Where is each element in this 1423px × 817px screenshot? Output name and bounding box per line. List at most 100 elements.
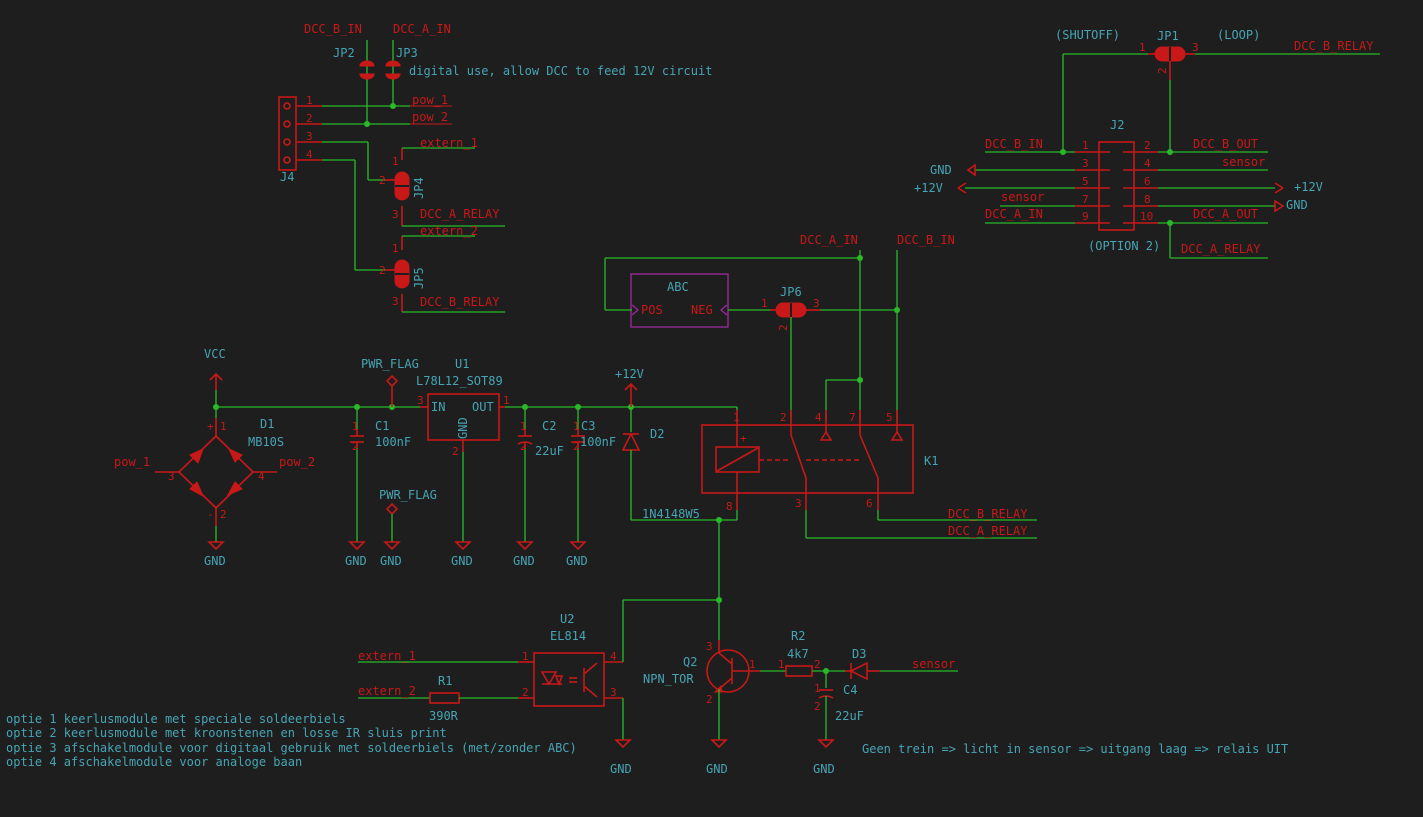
j2-dcc-b-out-label: DCC_B_OUT	[1193, 137, 1258, 151]
j4-pin-1: 1	[306, 94, 313, 107]
j2-pin-4: 4	[1144, 157, 1151, 170]
j2-connector-section: (SHUTOFF) (LOOP) JP1 DCC_B_RELAY 1 3 2 J…	[914, 28, 1380, 259]
j4-pin-hole	[283, 120, 291, 128]
u2-extern-2-label: extern_2	[358, 684, 416, 698]
shutoff-label: (SHUTOFF)	[1055, 28, 1120, 42]
gnd-symbol-d1	[207, 541, 225, 551]
u2-led	[540, 671, 558, 686]
c1-value: 100nF	[375, 435, 411, 449]
u1-ref: U1	[455, 357, 469, 371]
gnd-symbol-u1	[454, 541, 472, 551]
j2-pin-9: 9	[1082, 210, 1089, 223]
c2-pin-2: 2	[520, 440, 527, 453]
j2-pin-2: 2	[1144, 139, 1151, 152]
d1-ref: D1	[260, 417, 274, 431]
extern-2-label-top: extern_2	[420, 224, 478, 238]
r2-ref: R2	[791, 629, 805, 643]
d3-sensor-label: sensor	[912, 657, 955, 671]
loop-label: (LOOP)	[1217, 28, 1260, 42]
d3-ref: D3	[852, 647, 866, 661]
dcc-b-in-label-relay: DCC_B_IN	[897, 233, 955, 247]
gnd-symbol-c1	[348, 541, 366, 551]
j2-dcc-b-in-label: DCC_B_IN	[985, 137, 1043, 151]
digital-use-note: digital use, allow DCC to feed 12V circu…	[409, 64, 712, 78]
dcc-b-relay-label-top: DCC_B_RELAY	[420, 295, 500, 309]
c2-ref: C2	[542, 419, 556, 433]
d1-value: MB10S	[248, 435, 284, 449]
abc-title: ABC	[667, 280, 689, 294]
jp3-pad	[385, 60, 401, 67]
pwr-flag-label-bottom: PWR_FLAG	[379, 488, 437, 502]
gnd-symbol-q2	[710, 739, 728, 749]
jp5-pin-2: 2	[379, 264, 386, 277]
j2-pin-1: 1	[1082, 139, 1089, 152]
pwr-flag-symbol	[385, 374, 399, 388]
jp3-ref: JP3	[396, 46, 418, 60]
plus12v-arrow-rail	[624, 382, 638, 407]
k1-pin-4: 4	[815, 411, 822, 424]
j2-dcc-a-relay-label: DCC_A_RELAY	[1181, 242, 1261, 256]
jp5-ref: JP5	[412, 267, 426, 289]
j4-pin-hole	[283, 138, 291, 146]
u1-pin-1: 1	[503, 394, 510, 407]
pow-1-label: pow_1	[412, 93, 448, 107]
q2-ref: Q2	[683, 655, 697, 669]
abc-neg-pin: NEG	[691, 303, 713, 317]
k1-body	[701, 424, 914, 494]
gnd-symbol-c4	[817, 739, 835, 749]
c3-pin-2: 2	[573, 440, 580, 453]
option-1-note: optie 1 keerlusmodule met speciale solde…	[6, 712, 346, 726]
abc-module-box	[630, 273, 729, 328]
r1-value: 390R	[429, 709, 459, 723]
d1-pin-2: 2	[220, 508, 227, 521]
jp6-pin-1: 1	[761, 297, 768, 310]
j2-pin-3: 3	[1082, 157, 1089, 170]
plus12v-arrow-left	[957, 182, 967, 194]
r2-value: 4k7	[787, 647, 809, 661]
pwr-flag-label-top: PWR_FLAG	[361, 357, 419, 371]
q2-pin-3: 3	[706, 640, 713, 653]
c4-pin-1: 1	[814, 682, 821, 695]
c1-pin-1: 1	[352, 420, 359, 433]
plus12v-label-rail: +12V	[615, 367, 644, 381]
k1-pin-6: 6	[866, 497, 873, 510]
jp6-pin-3: 3	[813, 297, 820, 310]
q2-pin-1: 1	[749, 658, 756, 671]
j4-connector-body	[278, 96, 297, 171]
option-2-note: optie 2 keerlusmodule met kroonstenen en…	[6, 726, 447, 740]
plus12v-label-j2-left: +12V	[914, 181, 943, 195]
jp1-ref: JP1	[1157, 29, 1179, 43]
j2-pin-6: 6	[1144, 175, 1151, 188]
j2-sensor-label-left: sensor	[1001, 190, 1044, 204]
j2-pin-7: 7	[1082, 193, 1089, 206]
j2-dcc-a-out-label: DCC_A_OUT	[1193, 207, 1258, 221]
gnd-label-u2: GND	[610, 762, 632, 776]
d1-pin-3: 3	[168, 470, 175, 483]
u1-pin-2: 2	[452, 445, 459, 458]
extern-1-label-top: extern_1	[420, 136, 478, 150]
d1-pin-plus: +	[207, 420, 214, 433]
d2-diode	[621, 432, 641, 451]
gnd-label-q2: GND	[706, 762, 728, 776]
jp5-pin-1: 1	[392, 242, 399, 255]
j2-connector-body	[1098, 141, 1135, 231]
u2-extern-1-label: extern_1	[358, 649, 416, 663]
jp1-pin-1: 1	[1139, 41, 1146, 54]
jp2-pad	[359, 60, 375, 67]
d3-diode	[849, 661, 868, 681]
dcc-a-relay-label-top: DCC_A_RELAY	[420, 207, 500, 221]
u1-pin-3: 3	[417, 394, 424, 407]
gnd-label-u1: GND	[451, 554, 473, 568]
jp2-ref: JP2	[333, 46, 355, 60]
gnd-symbol-c3	[569, 541, 587, 551]
option-3-note: optie 3 afschakelmodule voor digitaal ge…	[6, 741, 577, 755]
d1-pin-1: 1	[220, 420, 227, 433]
j2-pin-10: 10	[1140, 210, 1153, 223]
j2-pin-5: 5	[1082, 175, 1089, 188]
c3-value: 100nF	[580, 435, 616, 449]
sensor-logic-note: Geen trein => licht in sensor => uitgang…	[862, 742, 1288, 756]
gnd-label-c4: GND	[813, 762, 835, 776]
c3-pin-1: 1	[573, 420, 580, 433]
u2-pin-3: 3	[610, 686, 617, 699]
j2-left-pins: 1 3 5 7 9	[1075, 139, 1110, 224]
